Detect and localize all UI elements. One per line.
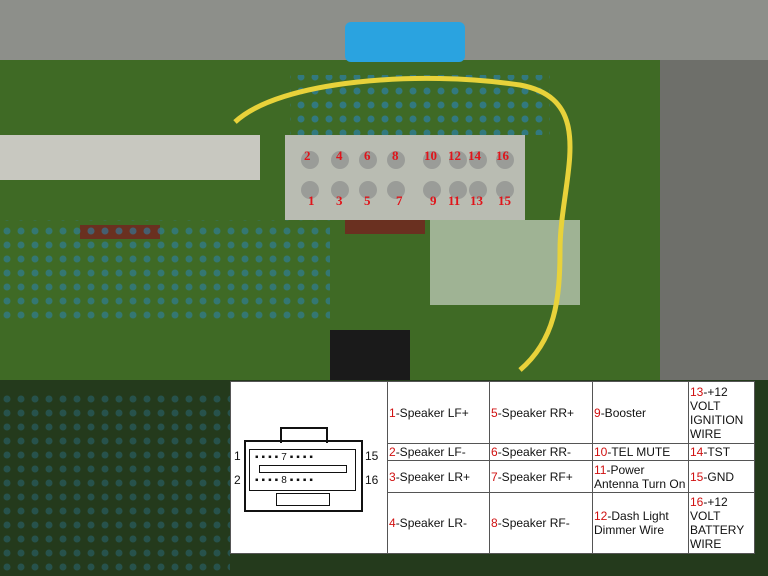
board-pin-label: 7: [396, 193, 403, 208]
pin-number: 9: [594, 405, 601, 420]
pinout-table: ▪▪▪▪7▪▪▪▪ ▪▪▪▪8▪▪▪▪ 1 2 15 16 1-Speaker …: [230, 381, 755, 554]
pin-cell: 7-Speaker RF+: [489, 460, 593, 493]
board-pin-label: 2: [304, 148, 311, 163]
pin-label: -TEL MUTE: [607, 445, 671, 459]
pin-number: 16: [690, 495, 704, 509]
pin-number: 7: [491, 469, 498, 484]
pin-number: 4: [389, 516, 396, 530]
pin-cell: 14-TST: [688, 443, 755, 461]
pin-cell: 1-Speaker LF+: [387, 381, 490, 444]
pin-cell: 6-Speaker RR-: [489, 443, 593, 461]
pin-label: -Speaker RR-: [497, 445, 572, 459]
pin-cell: 12-Dash Light Dimmer Wire: [592, 492, 689, 554]
pin-cell: 3-Speaker LR+: [387, 460, 490, 493]
board-pin-label: 11: [448, 193, 461, 208]
pin-number: 1: [389, 405, 396, 420]
connector-pads: [285, 135, 525, 220]
pin-number: 2: [389, 445, 396, 459]
pin-cell: 16-+12 VOLT BATTERY WIRE: [688, 492, 755, 554]
pin-label: -TST: [703, 445, 731, 459]
pin-cell: 9-Booster: [592, 381, 689, 444]
board-pin-label: 15: [498, 193, 511, 208]
pin-cell: 4-Speaker LR-: [387, 492, 490, 554]
connector-center-bottom: 8: [281, 474, 290, 486]
pin-number: 15: [690, 469, 704, 484]
board-pin-label: 16: [496, 148, 509, 163]
ic-chip: [330, 330, 410, 380]
blue-fuse: [345, 22, 465, 62]
pin-number: 10: [594, 445, 608, 459]
pin-number: 12: [594, 509, 608, 523]
board-pin-label: 6: [364, 148, 371, 163]
pin-label: -Speaker RF-: [497, 516, 570, 530]
board-pin-label: 12: [448, 148, 461, 163]
pin-number: 5: [491, 405, 498, 420]
pin-label: -Power Antenna Turn On: [594, 462, 686, 491]
pin-label: -GND: [703, 469, 735, 484]
pin-number: 13: [690, 384, 704, 399]
tape: [430, 220, 580, 305]
pin-number: 8: [491, 516, 498, 530]
connector-label: 1: [234, 448, 241, 463]
pin-cell: 8-Speaker RF-: [489, 492, 593, 554]
board-pin-label: 10: [424, 148, 437, 163]
pin-label: -Booster: [600, 405, 647, 420]
pin-cell: 13-+12 VOLT IGNITION WIRE: [688, 381, 755, 444]
connector-label: 15: [365, 448, 379, 463]
pin-label: -Speaker RF+: [497, 469, 573, 484]
connector-label: 2: [234, 472, 241, 487]
pin-label: -Speaker LF+: [395, 405, 469, 420]
board-pin-label: 13: [470, 193, 483, 208]
yellow-wire: [233, 75, 573, 372]
pin-number: 3: [389, 469, 396, 484]
pin-label: -Speaker LR-: [395, 516, 468, 530]
pin-label: -Dash Light Dimmer Wire: [594, 509, 669, 537]
pin-cell: 15-GND: [688, 460, 755, 493]
pin-cell: 2-Speaker LF-: [387, 443, 490, 461]
board-pin-label: 9: [430, 193, 437, 208]
pin-number: 6: [491, 445, 498, 459]
connector-diagram: ▪▪▪▪7▪▪▪▪ ▪▪▪▪8▪▪▪▪ 1 2 15 16: [230, 381, 388, 554]
pin-label: -+12 VOLT BATTERY WIRE: [690, 495, 745, 551]
pin-label: -Speaker LR+: [395, 469, 471, 484]
pin-cell: 5-Speaker RR+: [489, 381, 593, 444]
pin-label: -Speaker LF-: [395, 445, 466, 459]
connector-center-top: 7: [281, 451, 290, 463]
board-pin-label: 1: [308, 193, 315, 208]
board-pin-label: 4: [336, 148, 343, 163]
board-pin-label: 8: [392, 148, 399, 163]
pin-label: -+12 VOLT IGNITION WIRE: [690, 384, 744, 441]
pin-cell: 10-TEL MUTE: [592, 443, 689, 461]
board-pin-label: 14: [468, 148, 481, 163]
board-pin-label: 5: [364, 193, 371, 208]
pin-cell: 11-Power Antenna Turn On: [592, 460, 689, 493]
pin-label: -Speaker RR+: [497, 405, 575, 420]
board-pin-label: 3: [336, 193, 343, 208]
pin-number: 11: [594, 462, 607, 477]
pin-number: 14: [690, 445, 704, 459]
connector-label: 16: [365, 472, 379, 487]
